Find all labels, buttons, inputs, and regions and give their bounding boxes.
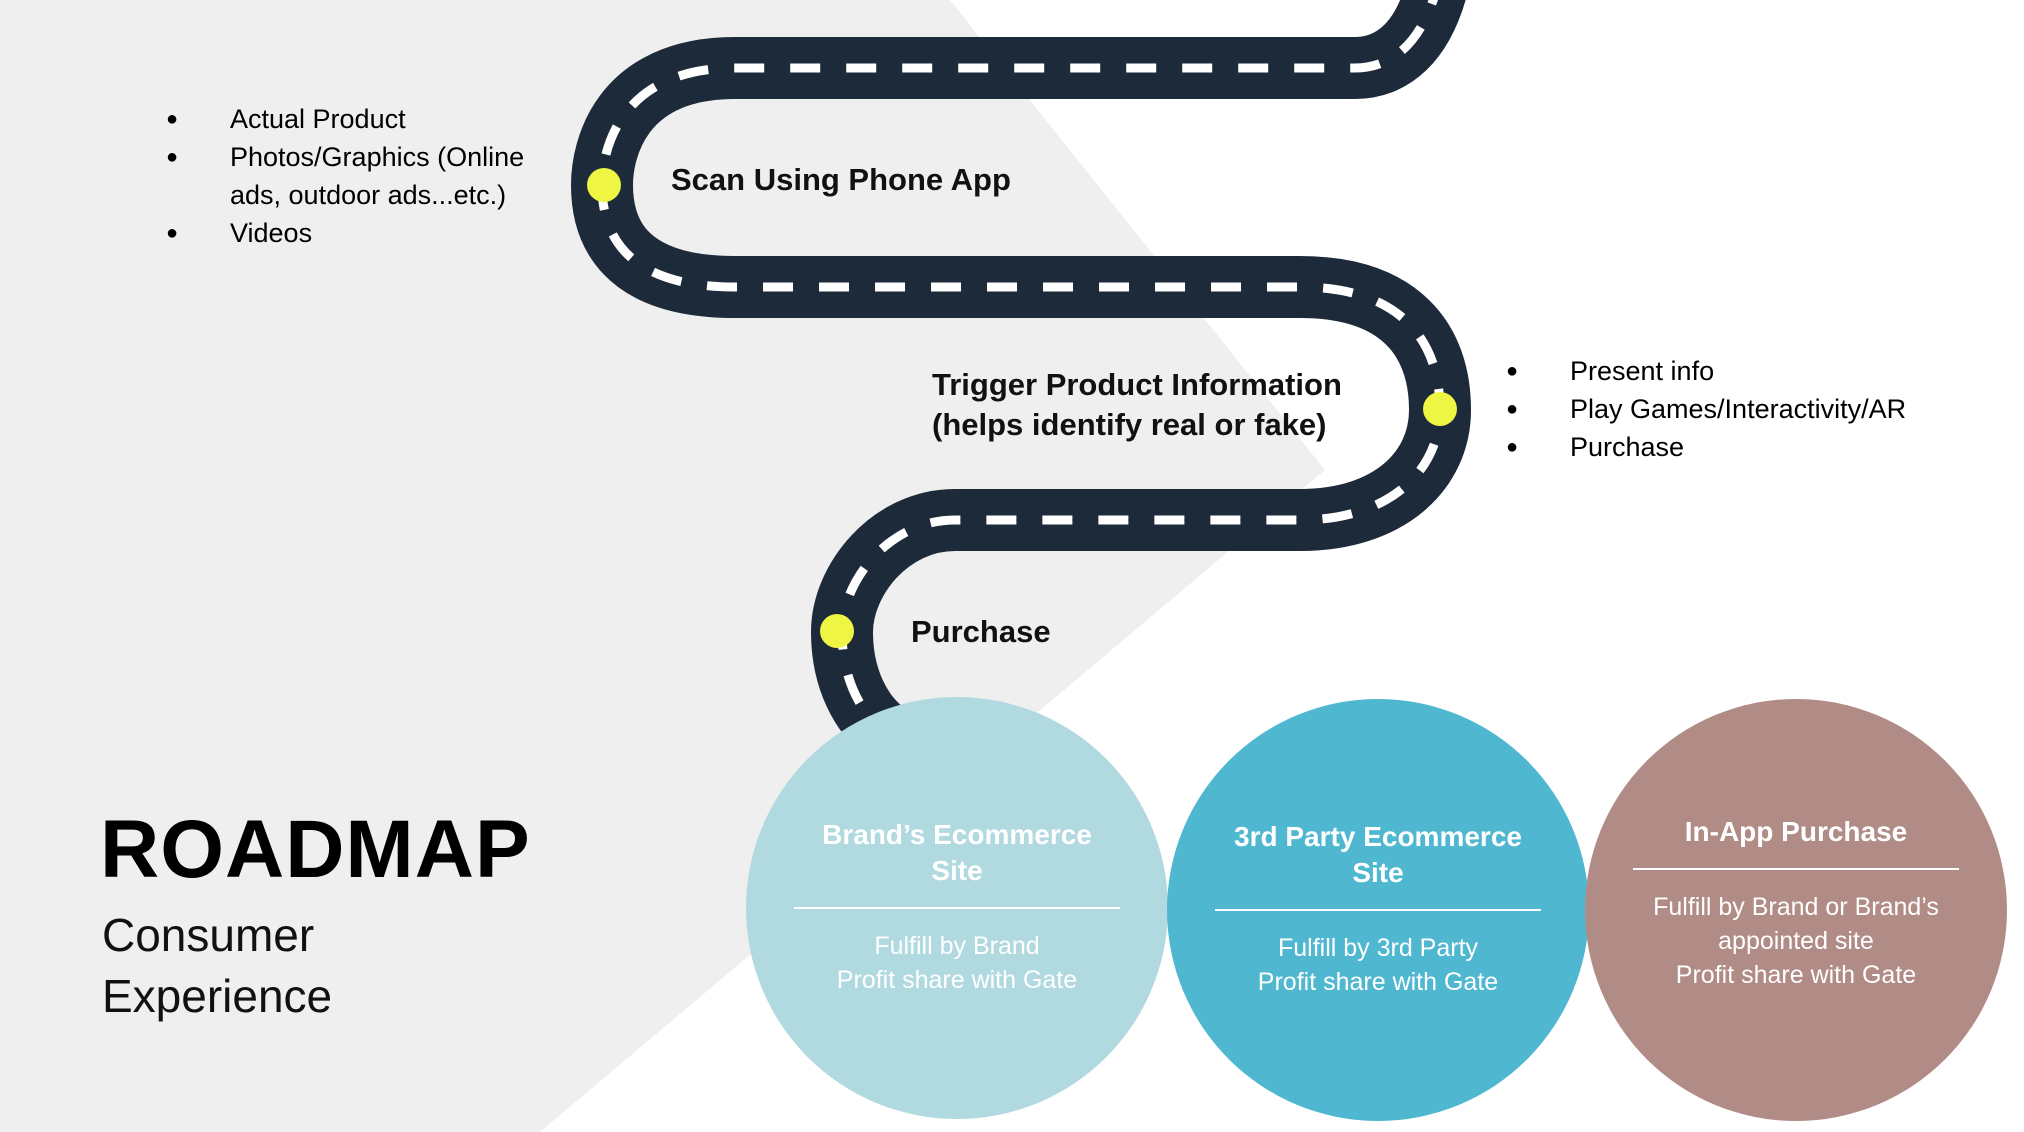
slide-title: ROADMAP [100,804,531,895]
milestone-marker-2 [1423,392,1457,426]
step-label-line: Trigger Product Information [932,367,1342,402]
list-item: Play Games/Interactivity/AR [1506,390,1956,428]
list-item: Photos/Graphics (Online ads, outdoor ads… [166,138,566,214]
step-label-purchase: Purchase [911,614,1051,649]
option-divider [1633,868,1959,870]
option-circle-in-app-purchase: In-App Purchase Fulfill by Brand or Bran… [1585,699,2007,1121]
option-heading: In-App Purchase [1684,816,1908,847]
option-heading: Brand’s Ecommerce Site [822,819,1092,886]
option-line: Fulfill by 3rd Party [1277,934,1479,962]
step-label-line: (helps identify real or fake) [932,407,1327,442]
option-line: Fulfill by Brand [874,932,1040,960]
road-centerline [597,0,1445,736]
option-divider [1215,909,1541,911]
milestone-marker-3 [820,614,854,648]
list-item: Videos [166,214,566,252]
option-circle-third-party-ecommerce: 3rd Party Ecommerce Site Fulfill by 3rd … [1167,699,1589,1121]
step-label-scan: Scan Using Phone App [671,162,1011,197]
option-line: Fulfill by Brand or Brand’s appointed si… [1653,893,1939,955]
left-bullet-list: Actual Product Photos/Graphics (Online a… [166,100,566,252]
option-line: Profit share with Gate [836,966,1078,994]
list-item: Actual Product [166,100,566,138]
list-item: Purchase [1506,428,1956,466]
option-heading: 3rd Party Ecommerce Site [1234,821,1522,888]
option-line: Profit share with Gate [1675,961,1917,989]
milestone-marker-1 [587,168,621,202]
option-line: Profit share with Gate [1257,968,1499,996]
option-circle-brand-ecommerce: Brand’s Ecommerce Site Fulfill by Brand … [746,697,1168,1119]
slide-subtitle: Consumer Experience [102,909,333,1022]
list-item: Present info [1506,352,1956,390]
right-bullet-list: Present info Play Games/Interactivity/AR… [1506,352,1956,466]
step-label-trigger: Trigger Product Information (helps ident… [932,365,1342,445]
option-divider [794,907,1120,909]
